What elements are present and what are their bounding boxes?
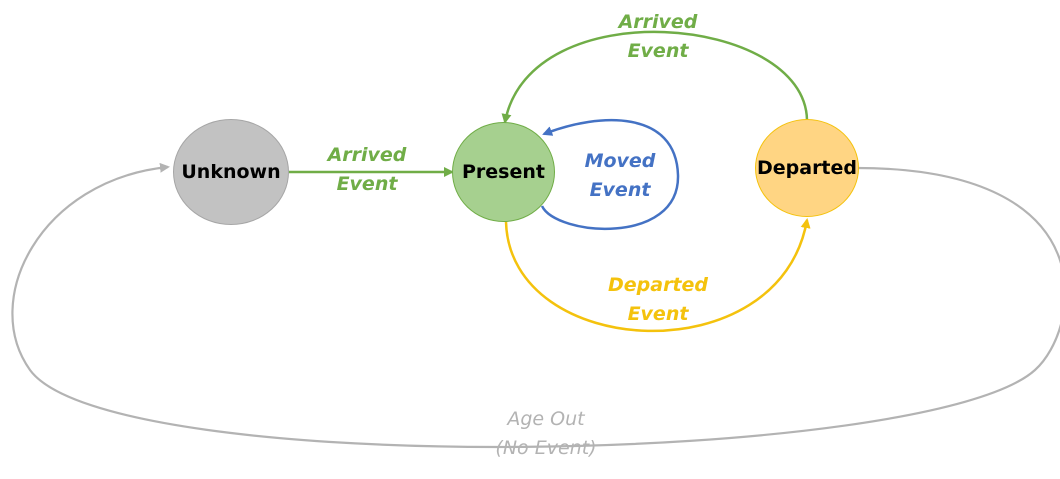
state-node-unknown-label: Unknown (181, 161, 281, 183)
edge-ageout-departed-to-unknown (11, 162, 1060, 449)
state-node-departed-label: Departed (756, 157, 858, 179)
edge-departed-present-to-departed (504, 218, 811, 333)
label-arrived-unknown-to-present: Arrived Event (318, 141, 416, 199)
label-line: Arrived (327, 144, 407, 166)
label-departed-present-to-departed: Departed Event (600, 271, 716, 329)
state-node-unknown: Unknown (173, 119, 289, 225)
label-line: Event (627, 303, 689, 325)
state-node-departed: Departed (755, 119, 859, 217)
label-line: Moved (584, 150, 656, 172)
label-line: Event (589, 179, 651, 201)
label-moved-present-self: Moved Event (574, 147, 666, 205)
label-line: Event (627, 40, 689, 62)
state-node-present: Present (452, 122, 555, 222)
label-line: (No Event) (495, 437, 597, 459)
edge-moved-present-self (540, 118, 680, 231)
label-ageout-departed-to-unknown: Age Out (No Event) (476, 405, 616, 463)
label-line: Age Out (507, 408, 585, 430)
edge-arrived-departed-to-present (501, 30, 809, 124)
label-arrived-departed-to-present: Arrived Event (608, 8, 708, 66)
label-line: Event (336, 173, 398, 195)
state-node-present-label: Present (462, 161, 545, 183)
label-line: Departed (607, 274, 709, 296)
label-line: Arrived (618, 11, 698, 33)
